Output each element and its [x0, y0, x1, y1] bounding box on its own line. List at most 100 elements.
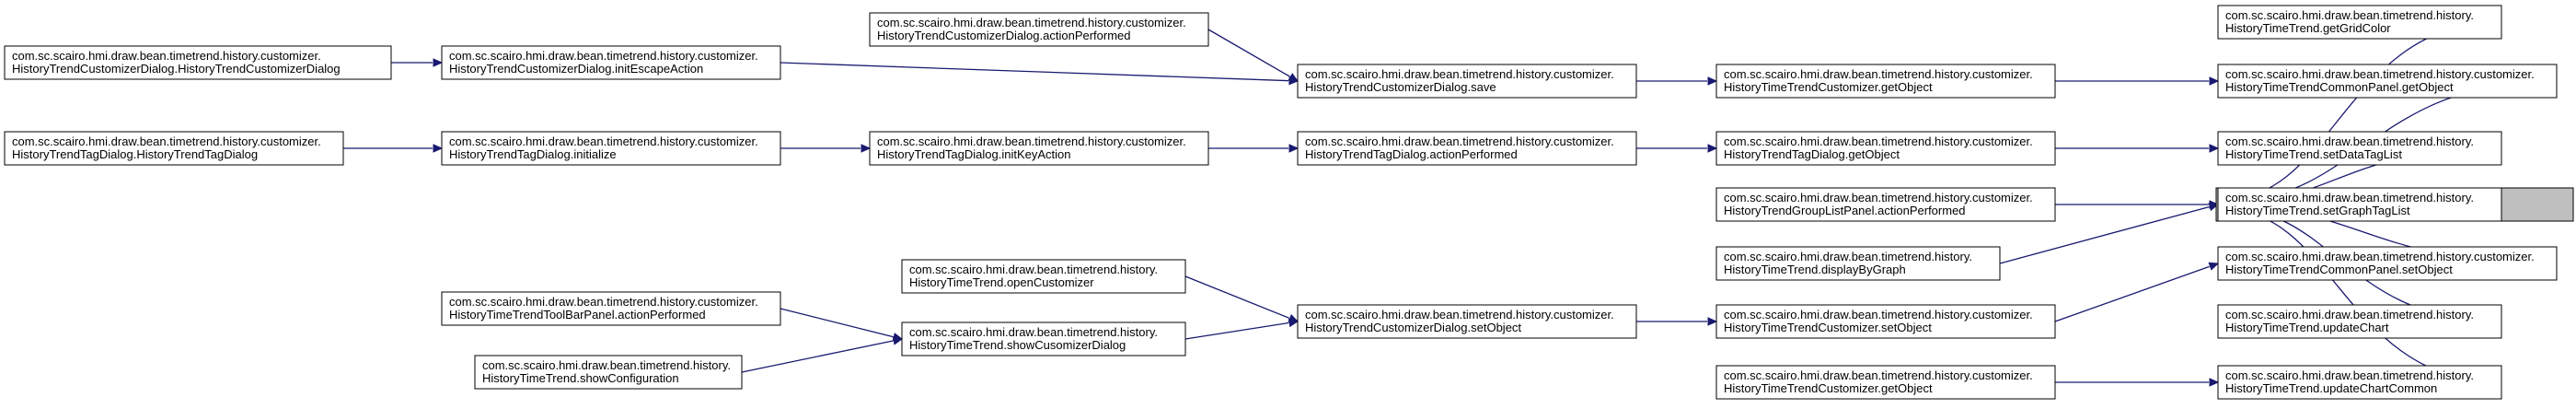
- node-htt-getgridcolor[interactable]: com.sc.scairo.hmi.draw.bean.timetrend.hi…: [2217, 5, 2502, 40]
- edge-httd-getobject-to-htt-setdatataglist: [2055, 144, 2220, 153]
- node-label-line: HistoryTimeTrend.showConfiguration: [482, 371, 679, 385]
- node-label-line: com.sc.scairo.hmi.draw.bean.timetrend.hi…: [12, 134, 321, 148]
- node-htcp-getobject[interactable]: com.sc.scairo.hmi.draw.bean.timetrend.hi…: [2217, 64, 2558, 99]
- node-htt-updatechart[interactable]: com.sc.scairo.hmi.draw.bean.timetrend.hi…: [2217, 304, 2502, 339]
- edge-line: [1999, 205, 2210, 264]
- node-box[interactable]: [869, 131, 1209, 166]
- node-label-line: HistoryTimeTrend.getGridColor: [2225, 21, 2391, 35]
- node-label-line: com.sc.scairo.hmi.draw.bean.timetrend.hi…: [1724, 308, 2033, 321]
- node-label-line: HistoryTrendTagDialog.initialize: [449, 147, 617, 161]
- node-htt-displaybygraph[interactable]: com.sc.scairo.hmi.draw.bean.timetrend.hi…: [1715, 246, 2001, 281]
- node-box[interactable]: [4, 45, 392, 80]
- node-box[interactable]: [901, 259, 1186, 294]
- node-box[interactable]: [441, 291, 781, 326]
- node-box[interactable]: [1297, 64, 1637, 99]
- edge-htcd-setobject-to-httc-setobject: [1636, 317, 1718, 326]
- node-box[interactable]: [2217, 5, 2502, 40]
- node-box[interactable]: [901, 321, 1186, 356]
- node-label-line: com.sc.scairo.hmi.draw.bean.timetrend.hi…: [2225, 308, 2474, 321]
- node-label-line: com.sc.scairo.hmi.draw.bean.timetrend.hi…: [2225, 250, 2535, 263]
- node-httd-actionperformed[interactable]: com.sc.scairo.hmi.draw.bean.timetrend.hi…: [1297, 131, 1637, 166]
- node-box[interactable]: [2217, 187, 2502, 222]
- edge-arrowhead: [2209, 144, 2220, 153]
- node-label-line: com.sc.scairo.hmi.draw.bean.timetrend.hi…: [449, 134, 758, 148]
- node-label-line: HistoryTimeTrendCommonPanel.getObject: [2225, 80, 2454, 94]
- node-htt-showconfiguration[interactable]: com.sc.scairo.hmi.draw.bean.timetrend.hi…: [474, 355, 743, 390]
- node-label-line: HistoryTrendCustomizerDialog.HistoryTren…: [12, 62, 341, 76]
- node-label-line: com.sc.scairo.hmi.draw.bean.timetrend.hi…: [909, 263, 1158, 276]
- node-httc-getobject-2[interactable]: com.sc.scairo.hmi.draw.bean.timetrend.hi…: [1715, 365, 2056, 400]
- edge-line: [2054, 265, 2210, 322]
- node-label-line: com.sc.scairo.hmi.draw.bean.timetrend.hi…: [2225, 368, 2474, 382]
- node-httc-setobject[interactable]: com.sc.scairo.hmi.draw.bean.timetrend.hi…: [1715, 304, 2056, 339]
- edge-line: [741, 340, 894, 373]
- node-httd-initialize[interactable]: com.sc.scairo.hmi.draw.bean.timetrend.hi…: [441, 131, 781, 166]
- node-box[interactable]: [1715, 246, 2001, 281]
- node-htt-setdatataglist[interactable]: com.sc.scairo.hmi.draw.bean.timetrend.hi…: [2217, 131, 2502, 166]
- node-label-line: com.sc.scairo.hmi.draw.bean.timetrend.hi…: [2225, 8, 2474, 22]
- edge-httd-ctor-to-httd-initialize: [343, 144, 444, 153]
- node-htcd-save[interactable]: com.sc.scairo.hmi.draw.bean.timetrend.hi…: [1297, 64, 1637, 99]
- node-htcd-initescapeaction[interactable]: com.sc.scairo.hmi.draw.bean.timetrend.hi…: [441, 45, 781, 80]
- node-box[interactable]: [1715, 304, 2056, 339]
- node-box[interactable]: [1715, 64, 2056, 99]
- node-httd-getobject[interactable]: com.sc.scairo.hmi.draw.bean.timetrend.hi…: [1715, 131, 2056, 166]
- node-box[interactable]: [1715, 131, 2056, 166]
- node-htcd-ctor[interactable]: com.sc.scairo.hmi.draw.bean.timetrend.hi…: [4, 45, 392, 80]
- edge-arrowhead: [1707, 76, 1718, 86]
- node-label-line: HistoryTimeTrend.setGraphTagList: [2225, 204, 2410, 217]
- node-httd-ctor[interactable]: com.sc.scairo.hmi.draw.bean.timetrend.hi…: [4, 131, 344, 166]
- edge-arrowhead: [1288, 144, 1300, 153]
- edge-arrowhead: [433, 58, 444, 67]
- node-box[interactable]: [1297, 131, 1637, 166]
- edge-httd-initkeyaction-to-httd-actionperformed: [1208, 144, 1300, 153]
- node-box[interactable]: [4, 131, 344, 166]
- node-label-line: HistoryTrendGroupListPanel.actionPerform…: [1724, 204, 1966, 217]
- node-htt-setgraphtaglist[interactable]: com.sc.scairo.hmi.draw.bean.timetrend.hi…: [2217, 187, 2502, 222]
- edge-arrowhead: [433, 144, 444, 153]
- edge-arrowhead: [2209, 76, 2220, 86]
- node-httd-initkeyaction[interactable]: com.sc.scairo.hmi.draw.bean.timetrend.hi…: [869, 131, 1209, 166]
- node-htt-opencustomizer[interactable]: com.sc.scairo.hmi.draw.bean.timetrend.hi…: [901, 259, 1186, 294]
- edge-htt-getgridcolor-to-target: [2214, 21, 2502, 205]
- node-htglp-actionperformed[interactable]: com.sc.scairo.hmi.draw.bean.timetrend.hi…: [1715, 187, 2056, 222]
- node-label-line: HistoryTrendTagDialog.actionPerformed: [1305, 147, 1518, 161]
- edge-htcd-initescapeaction-to-htcd-save: [780, 62, 1300, 86]
- edge-htcd-save-to-httc-getobject-1: [1636, 76, 1718, 86]
- node-box[interactable]: [441, 131, 781, 166]
- edge-arrowhead: [1707, 317, 1718, 326]
- edge-line: [1207, 29, 1290, 77]
- edge-arrowhead: [2209, 378, 2220, 387]
- node-box[interactable]: [1297, 304, 1637, 339]
- node-box[interactable]: [1715, 187, 2056, 222]
- edge-htt-opencustomizer-to-htcd-setobject: [1184, 275, 1300, 322]
- node-box[interactable]: [2217, 365, 2502, 400]
- node-htcd-actionperformed[interactable]: com.sc.scairo.hmi.draw.bean.timetrend.hi…: [869, 12, 1209, 47]
- node-box[interactable]: [2217, 246, 2558, 281]
- edge-arrowhead: [892, 336, 904, 345]
- node-htt-showcusomizerdialog[interactable]: com.sc.scairo.hmi.draw.bean.timetrend.hi…: [901, 321, 1186, 356]
- node-box[interactable]: [2217, 64, 2558, 99]
- node-box[interactable]: [474, 355, 743, 390]
- node-label-line: com.sc.scairo.hmi.draw.bean.timetrend.hi…: [877, 16, 1186, 29]
- node-label-line: com.sc.scairo.hmi.draw.bean.timetrend.hi…: [482, 358, 731, 372]
- node-htcp-setobject[interactable]: com.sc.scairo.hmi.draw.bean.timetrend.hi…: [2217, 246, 2558, 281]
- node-label-line: HistoryTrendCustomizerDialog.save: [1305, 80, 1496, 94]
- node-box[interactable]: [869, 12, 1209, 47]
- node-htcd-setobject[interactable]: com.sc.scairo.hmi.draw.bean.timetrend.hi…: [1297, 304, 1637, 339]
- node-htt-updatechartcommon[interactable]: com.sc.scairo.hmi.draw.bean.timetrend.hi…: [2217, 365, 2502, 400]
- node-label-line: com.sc.scairo.hmi.draw.bean.timetrend.hi…: [2225, 134, 2474, 148]
- node-htttbp-actionperformed[interactable]: com.sc.scairo.hmi.draw.bean.timetrend.hi…: [441, 291, 781, 326]
- node-label-line: com.sc.scairo.hmi.draw.bean.timetrend.hi…: [1305, 67, 1614, 81]
- node-box[interactable]: [1715, 365, 2056, 400]
- node-httc-getobject-1[interactable]: com.sc.scairo.hmi.draw.bean.timetrend.hi…: [1715, 64, 2056, 99]
- node-label-line: com.sc.scairo.hmi.draw.bean.timetrend.hi…: [877, 134, 1186, 148]
- edge-line: [1184, 275, 1289, 319]
- node-box[interactable]: [2217, 304, 2502, 339]
- node-box[interactable]: [2217, 131, 2502, 166]
- node-label-line: com.sc.scairo.hmi.draw.bean.timetrend.hi…: [1724, 67, 2033, 81]
- node-label-line: com.sc.scairo.hmi.draw.bean.timetrend.hi…: [449, 49, 758, 63]
- edge-line: [780, 62, 1289, 82]
- node-box[interactable]: [441, 45, 781, 80]
